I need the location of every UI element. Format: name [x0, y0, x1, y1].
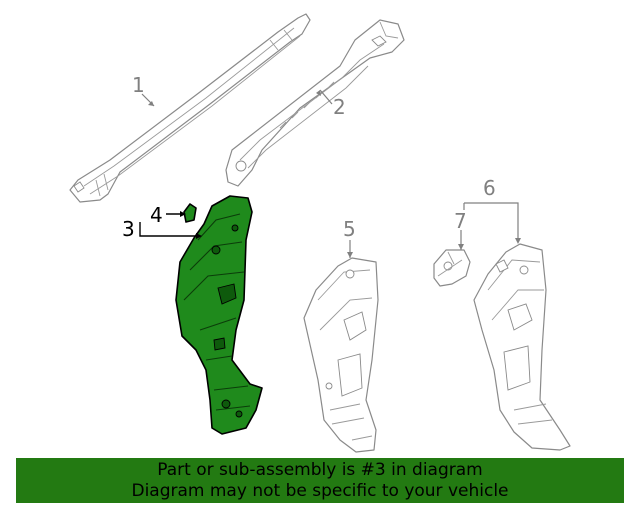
callout-4: 4: [150, 203, 163, 227]
info-banner: Part or sub-assembly is #3 in diagram Di…: [16, 458, 624, 503]
part-5-pillar-inner[interactable]: [303, 257, 379, 453]
part-1-roof-rail[interactable]: [69, 13, 311, 203]
callout-6: 6: [483, 176, 496, 200]
part-2-side-rail[interactable]: [225, 19, 405, 187]
part-3-pillar-reinforcement[interactable]: [175, 195, 263, 435]
part-7-bracket[interactable]: [433, 249, 471, 287]
banner-line-1: Part or sub-assembly is #3 in diagram: [157, 460, 483, 480]
part-4-clip[interactable]: [183, 203, 197, 223]
part-6-pillar-outer[interactable]: [473, 243, 571, 451]
callout-5: 5: [343, 217, 356, 241]
callout-1: 1: [132, 73, 145, 97]
leader-arrowheads: [148, 90, 521, 258]
leader-lines: [139, 89, 519, 258]
banner-line-2: Diagram may not be specific to your vehi…: [131, 481, 509, 501]
callout-2: 2: [333, 95, 346, 119]
callout-7: 7: [454, 209, 467, 233]
callout-3: 3: [122, 217, 135, 241]
